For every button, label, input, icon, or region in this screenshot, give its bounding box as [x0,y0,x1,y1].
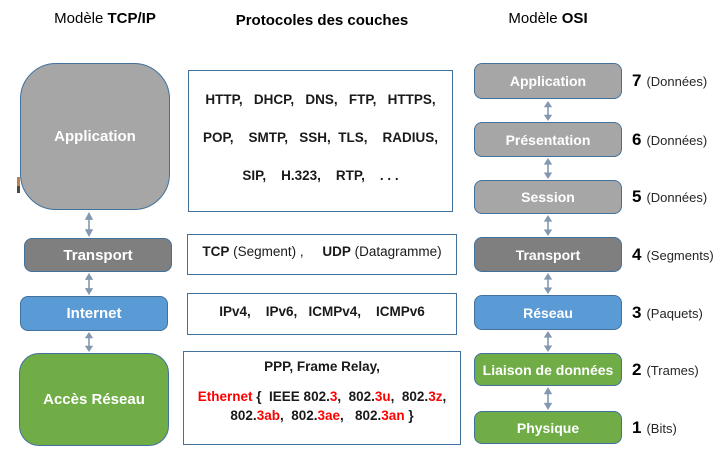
osi-model-title-prefix: Modèle [508,10,562,27]
tcp-layer-internet: Internet [20,296,168,331]
osi-layer-datalink-label: Liaison de données [482,361,614,378]
double-arrow-icon [84,332,94,352]
text-run: } [404,408,414,423]
text-run: 802. [230,408,257,423]
double-arrow-icon [84,273,94,295]
access-protocols-line1: PPP, Frame Relay, [264,359,380,374]
double-arrow-icon [543,215,553,236]
osi-model-title-bold: OSI [561,10,588,27]
osi-layer-application: Application [474,63,622,99]
double-arrow-icon [543,331,553,352]
osi-layer-transport-label: Transport [515,246,581,263]
stray-mark [17,177,20,193]
text-run-red: 3u [374,389,391,404]
osi-layer-6-label: 6 (Données) [632,130,707,150]
layer-unit: (Données) [646,74,708,89]
layer-unit: (Trames) [646,363,699,378]
ethernet-label: Ethernet [197,389,253,404]
text-run-red: 3an [381,408,405,423]
text-run-red: 3ae [317,408,341,423]
protocols-title: Protocoles des couches [235,12,409,29]
double-arrow-icon [543,158,553,179]
application-protocols-line3: SIP, H.323, RTP, . . . [242,168,399,183]
tcp-protocol: TCP [202,244,230,259]
layer-unit: (Segments) [646,248,714,263]
layer-unit: (Données) [646,133,708,148]
tcp-layer-application: Application [20,63,170,210]
application-protocols-line2: POP, SMTP, SSH, TLS, RADIUS, [202,130,439,145]
transport-protocols-line: TCP (Segment) , UDP (Datagramme) [188,242,456,261]
layer-unit: (Bits) [646,421,677,436]
text-run: , 802. [279,408,318,423]
protocols-transport-box: TCP (Segment) , UDP (Datagramme) [187,234,457,275]
text-run: , 802. [337,389,375,404]
tcp-layer-transport: Transport [24,238,172,272]
tcp-protocol-note: (Segment) , [229,244,323,259]
osi-layer-presentation-label: Présentation [505,131,591,148]
osi-layer-2-label: 2 (Trames) [632,360,699,380]
tcp-layer-internet-label: Internet [66,305,122,322]
osi-layer-5-label: 5 (Données) [632,187,707,207]
osi-layer-physical-label: Physique [516,419,580,436]
tcp-layer-transport-label: Transport [63,246,133,264]
osi-layer-transport: Transport [474,237,622,272]
protocols-application-box: HTTP, DHCP, DNS, FTP, HTTPS, POP, SMTP, … [188,70,453,212]
layer-number: 5 [632,187,642,206]
text-run-red: 3 [329,389,338,404]
tcp-layer-network-access: Accès Réseau [19,353,169,446]
double-arrow-icon [543,273,553,294]
tcp-model-title: Modèle TCP/IP [30,10,180,27]
layer-number: 3 [632,303,642,322]
text-run: IEEE 802. [269,389,330,404]
text-run: , 802. [340,408,382,423]
osi-layer-application-label: Application [509,73,587,89]
layer-number: 6 [632,130,642,149]
osi-model-title: Modèle OSI [474,10,622,27]
access-protocols-line2: Ethernet { IEEE 802.3, 802.3u, 802.3z, [184,387,460,406]
osi-layer-3-label: 3 (Paquets) [632,303,703,323]
osi-layer-network-label: Réseau [523,304,573,321]
osi-layer-network: Réseau [474,295,622,330]
osi-layer-4-label: 4 (Segments) [632,245,714,265]
udp-protocol-note: (Datagramme) [350,244,442,259]
text-run: , [442,389,447,404]
tcp-model-title-prefix: Modèle [54,10,108,27]
layer-unit: (Données) [646,190,708,205]
access-protocols-line3: 802.3ab, 802.3ae, 802.3an } [184,406,460,425]
protocols-access-box: PPP, Frame Relay, Ethernet { IEEE 802.3,… [183,351,461,445]
osi-layer-presentation: Présentation [474,122,622,157]
osi-layer-physical: Physique [474,411,622,444]
tcp-layer-network-access-label: Accès Réseau [43,391,145,408]
text-run-red: 3z [428,389,443,404]
internet-protocols-line: IPv4, IPv6, ICMPv4, ICMPv6 [219,304,425,319]
osi-layer-datalink: Liaison de données [474,353,622,386]
layer-number: 7 [632,71,642,90]
layer-number: 4 [632,245,642,264]
text-run: , 802. [390,389,429,404]
layer-unit: (Paquets) [646,306,703,321]
double-arrow-icon [84,212,94,237]
tcp-model-title-bold: TCP/IP [107,10,156,27]
text-run-red: 3ab [256,408,280,423]
text-run: { [252,389,270,404]
protocols-internet-box: IPv4, IPv6, ICMPv4, ICMPv6 [187,293,457,335]
layer-number: 2 [632,360,642,379]
osi-layer-session-label: Session [521,189,575,205]
tcp-layer-application-label: Application [54,128,136,145]
application-protocols-line1: HTTP, DHCP, DNS, FTP, HTTPS, [205,92,436,107]
double-arrow-icon [543,101,553,121]
double-arrow-icon [543,387,553,410]
udp-protocol: UDP [322,244,351,259]
layer-number: 1 [632,418,642,437]
osi-layer-1-label: 1 (Bits) [632,418,677,438]
osi-layer-7-label: 7 (Données) [632,71,707,91]
osi-layer-session: Session [474,180,622,214]
